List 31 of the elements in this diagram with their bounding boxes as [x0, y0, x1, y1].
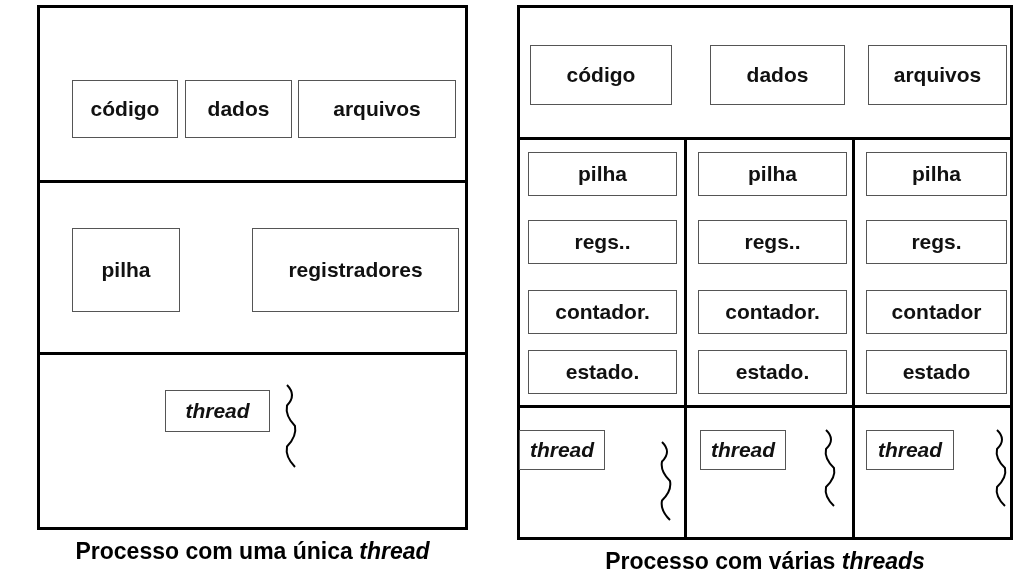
label-card: código — [72, 80, 178, 138]
process-frame — [517, 5, 1013, 540]
label-card: regs.. — [698, 220, 847, 264]
label-card: estado. — [698, 350, 847, 394]
frame-label: Processo com uma única thread — [75, 538, 430, 565]
label-card: contador. — [698, 290, 847, 334]
label-card: thread — [700, 430, 786, 470]
label-card: thread — [165, 390, 270, 432]
frame-label: Processo com várias threads — [605, 548, 925, 575]
label-card: dados — [710, 45, 845, 105]
label-card: pilha — [698, 152, 847, 196]
region-panel — [517, 408, 687, 540]
label-card: dados — [185, 80, 292, 138]
label-card: código — [530, 45, 672, 105]
label-card: arquivos — [298, 80, 456, 138]
label-card: contador — [866, 290, 1007, 334]
label-card: thread — [519, 430, 605, 470]
label-card: pilha — [528, 152, 677, 196]
label-card: arquivos — [868, 45, 1007, 105]
label-card: pilha — [72, 228, 180, 312]
label-card: thread — [866, 430, 954, 470]
label-card: contador. — [528, 290, 677, 334]
label-card: estado. — [528, 350, 677, 394]
label-card: estado — [866, 350, 1007, 394]
label-card: registradores — [252, 228, 459, 312]
region-panel — [687, 140, 855, 408]
region-panel — [517, 140, 687, 408]
label-card: regs.. — [528, 220, 677, 264]
process-frame — [37, 5, 468, 530]
label-card: pilha — [866, 152, 1007, 196]
label-card: regs. — [866, 220, 1007, 264]
